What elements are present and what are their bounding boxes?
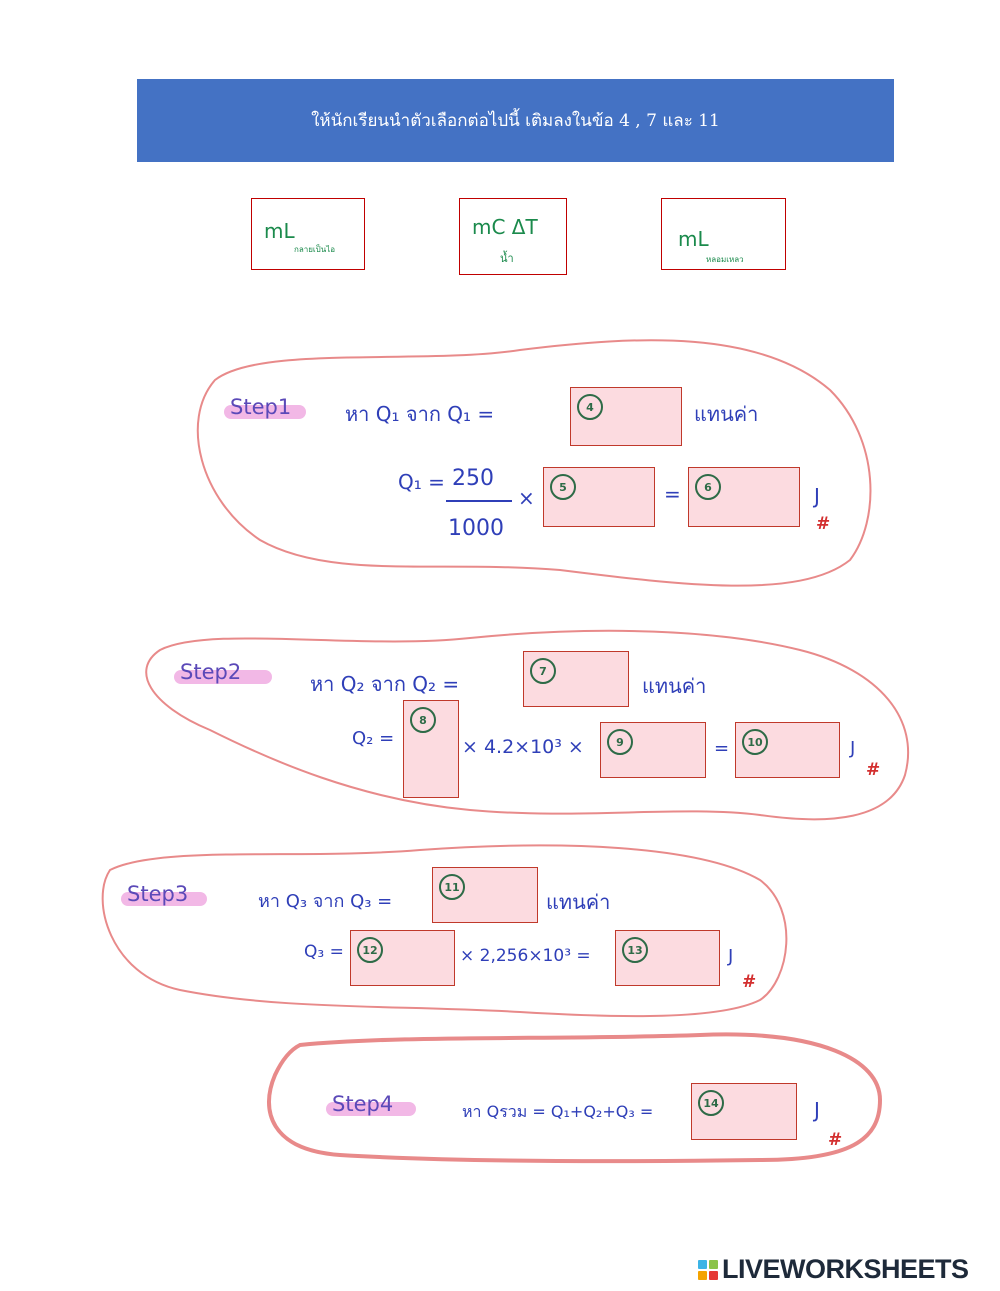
answer-box-12[interactable]: 12	[350, 930, 455, 986]
step2-unit: J	[850, 738, 856, 759]
instruction-banner: ให้นักเรียนนำตัวเลือกต่อไปนี้ เติมลงในข้…	[137, 79, 894, 162]
blank-number-badge: 13	[622, 937, 648, 963]
step1-outline	[196, 339, 872, 587]
answer-box-6[interactable]: 6	[688, 467, 800, 527]
step4-label: Step4	[326, 1092, 416, 1116]
blank-number-badge: 9	[607, 729, 633, 755]
blank-number-badge: 4	[577, 394, 603, 420]
step1-label: Step1	[224, 395, 306, 419]
choice-sub: กลายเป็นไอ	[294, 245, 336, 254]
step3-multiplier: × 2,256×10³ =	[460, 946, 591, 966]
step1-equals: =	[664, 482, 681, 506]
step1-q1-label: Q₁ =	[398, 470, 445, 494]
blank-number-badge: 12	[357, 937, 383, 963]
step1-numerator: 250	[452, 466, 494, 491]
blank-number-badge: 7	[530, 658, 556, 684]
step1-times: ×	[518, 486, 535, 510]
step3-find-text: หา Q₃ จาก Q₃ =	[258, 891, 393, 912]
step4-sum-text: หา Qรวม = Q₁+Q₂+Q₃ =	[462, 1102, 654, 1121]
answer-box-11[interactable]: 11	[432, 867, 538, 923]
step3-label: Step3	[121, 882, 207, 906]
end-mark: #	[828, 1130, 843, 1150]
choice-sub: น้ำ	[500, 252, 514, 265]
choice-sub: หลอมเหลว	[706, 255, 744, 264]
blank-number-badge: 11	[439, 874, 465, 900]
blank-number-badge: 10	[742, 729, 768, 755]
step1-unit: J	[814, 484, 820, 508]
blank-number-badge: 5	[550, 474, 576, 500]
logo-text: LIVEWORKSHEETS	[722, 1254, 969, 1284]
answer-box-8[interactable]: 8	[403, 700, 459, 798]
step2-label: Step2	[174, 660, 272, 684]
instruction-text: ให้นักเรียนนำตัวเลือกต่อไปนี้ เติมลงในข้…	[311, 111, 720, 131]
step2-equals: =	[714, 738, 730, 759]
choice-main: mL	[678, 227, 709, 251]
answer-box-4[interactable]: 4	[570, 387, 682, 446]
end-mark: #	[816, 514, 831, 534]
step4-outline	[267, 1032, 883, 1164]
step2-outline	[145, 629, 910, 821]
step2-multiplier: × 4.2×10³ ×	[462, 736, 584, 758]
answer-box-13[interactable]: 13	[615, 930, 720, 986]
end-mark: #	[742, 972, 757, 992]
blank-number-badge: 6	[695, 474, 721, 500]
step3-q3-label: Q₃ =	[304, 942, 344, 962]
step3-unit: J	[728, 946, 734, 967]
answer-box-7[interactable]: 7	[523, 651, 629, 707]
step1-denominator: 1000	[448, 516, 504, 541]
blank-number-badge: 8	[410, 707, 436, 733]
blank-number-badge: 14	[698, 1090, 724, 1116]
step3-replace-text: แทนค่า	[546, 890, 611, 914]
choice-latent-fusion[interactable]: mL หลอมเหลว	[661, 198, 786, 270]
fraction-bar	[446, 500, 512, 502]
choice-specific-heat-water[interactable]: mC ΔT น้ำ	[459, 198, 567, 275]
liveworksheets-logo: LIVEWORKSHEETS	[698, 1254, 969, 1285]
step4-unit: J	[814, 1098, 820, 1122]
answer-box-5[interactable]: 5	[543, 467, 655, 527]
choice-main: mL	[264, 219, 295, 243]
step3-outline	[101, 844, 788, 1018]
step1-replace-text: แทนค่า	[694, 402, 759, 426]
choice-main: mC ΔT	[472, 215, 538, 239]
step2-find-text: หา Q₂ จาก Q₂ =	[310, 672, 460, 696]
end-mark: #	[866, 760, 881, 780]
step2-q2-label: Q₂ =	[352, 728, 395, 749]
step2-replace-text: แทนค่า	[642, 674, 707, 698]
answer-box-9[interactable]: 9	[600, 722, 706, 778]
step1-find-text: หา Q₁ จาก Q₁ =	[345, 402, 495, 426]
answer-box-14[interactable]: 14	[691, 1083, 797, 1140]
logo-mark-icon	[698, 1259, 718, 1280]
choice-latent-vaporization[interactable]: mL กลายเป็นไอ	[251, 198, 365, 270]
answer-box-10[interactable]: 10	[735, 722, 840, 778]
